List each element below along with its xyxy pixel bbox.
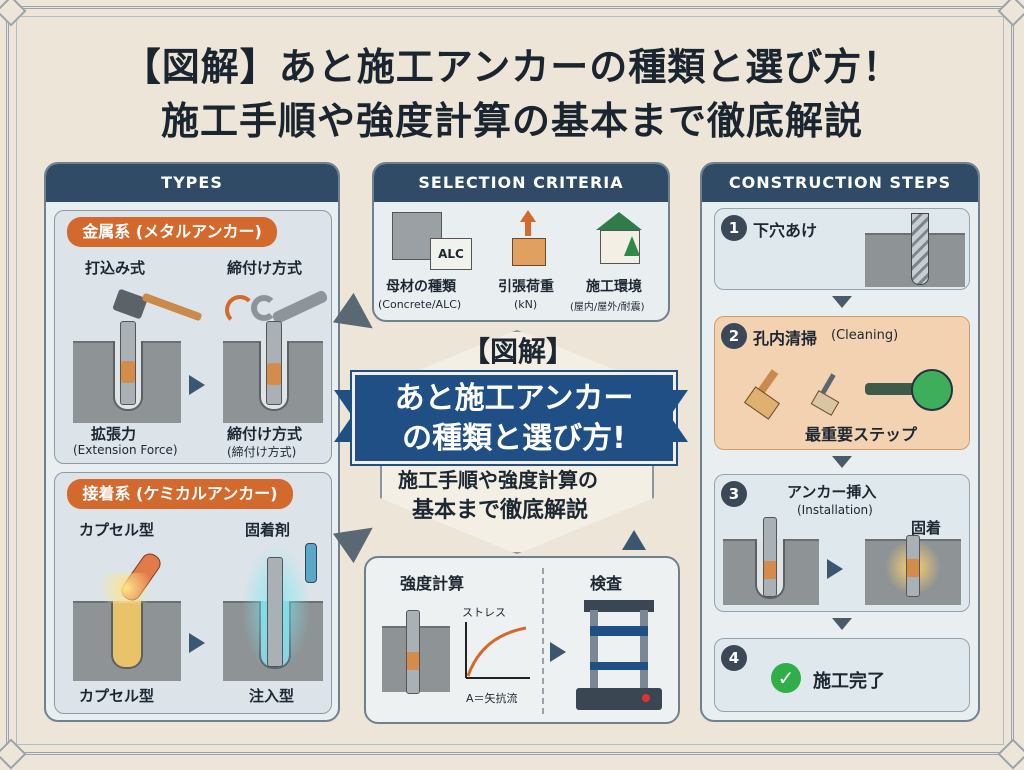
arrow-right-icon [189, 633, 205, 653]
center-tag: 【図解】 [462, 330, 574, 370]
steps-panel: CONSTRUCTION STEPS 1 下穴あけ 2 孔内清掃 (Cleani… [700, 162, 980, 722]
check-icon: ✓ [771, 663, 801, 693]
brush-icon [745, 369, 789, 413]
ribbon-line2: の種類と選び方! [355, 419, 673, 459]
step-2-number: 2 [721, 323, 747, 349]
capsule-type-bottom-label: カプセル型 [79, 685, 154, 706]
ribbon-tail-left [334, 390, 352, 442]
step-1-number: 1 [721, 215, 747, 241]
adhesive-label: 固着剤 [245, 519, 290, 540]
strength-calc-label: 強度計算 [400, 570, 464, 594]
metal-anchor-section: 金属系 (メタルアンカー) 打込み式 締付け方式 拡張力 (Extension … [54, 210, 332, 464]
environment-house-icon [594, 212, 644, 266]
divider-line [542, 568, 544, 714]
step-2-sub: (Cleaning) [831, 328, 898, 343]
arrow-down-icon [832, 296, 852, 308]
arrow-down-icon [832, 618, 852, 630]
step-3-label: アンカー挿入 [787, 481, 876, 502]
rotate-arrow-icon [225, 295, 255, 325]
testing-machine-icon [576, 600, 662, 712]
arrow-up-icon [622, 530, 646, 550]
steps-header: CONSTRUCTION STEPS [702, 164, 978, 202]
criteria-tension-label: 引張荷重 [498, 276, 554, 296]
step-3-sub: (Installation) [797, 503, 873, 517]
criteria-base-label: 母材の種類 [386, 276, 456, 296]
expansion-force-sub: (Extension Force) [73, 443, 178, 457]
types-header: TYPES [46, 164, 338, 202]
tension-load-icon [506, 210, 550, 268]
air-blower-icon [865, 365, 955, 415]
most-important-step-label: 最重要ステップ [805, 421, 917, 445]
stress-curve-label: ストレス [462, 604, 506, 620]
strength-panel: 強度計算 検査 ストレス A＝矢抗流 [364, 556, 680, 724]
arrow-right-icon [550, 642, 566, 662]
page-title-line1: 【図解】あと施工アンカーの種類と選び方！ [0, 36, 1024, 91]
drill-bit-icon [911, 213, 929, 285]
drive-in-label: 打込み式 [85, 257, 145, 278]
center-sub-line2: 基本まで徹底解説 [412, 492, 588, 524]
expansion-sleeve [121, 361, 135, 383]
center-sub-line1: 施工手順や強度計算の [398, 464, 598, 493]
page-title-line2: 施工手順や強度計算の基本まで徹底解説 [0, 90, 1024, 145]
step-1-label: 下穴あけ [753, 217, 817, 241]
metal-anchor-tag: 金属系 (メタルアンカー) [67, 217, 277, 247]
injection-type-label: 注入型 [249, 685, 294, 706]
step-3: 3 アンカー挿入 (Installation) 固着 [714, 474, 970, 612]
tightening-label: 締付け方式 [227, 257, 302, 278]
expansion-sleeve [267, 363, 281, 385]
expansion-sleeve [907, 559, 919, 577]
tightening-bottom-sub: (締付け方式) [227, 443, 296, 460]
expansion-sleeve [407, 652, 419, 670]
criteria-tension-sub: (kN) [514, 298, 537, 311]
syringe-icon [305, 543, 317, 583]
chemical-anchor-section: 接着系 (ケミカルアンカー) カプセル型 固着剤 カプセル型 注入型 [54, 472, 332, 714]
criteria-panel: SELECTION CRITERIA ALC 母材の種類 (Concrete/A… [372, 162, 670, 322]
resin-filled-hole [111, 601, 143, 669]
center-ribbon: あと施工アンカー の種類と選び方! [352, 372, 676, 464]
step-4-label: 施工完了 [813, 667, 885, 693]
ribbon-line1: あと施工アンカー [355, 379, 673, 419]
axis-label: A＝矢抗流 [466, 690, 518, 706]
anchor-bolt [763, 517, 777, 597]
capsule-type-label: カプセル型 [79, 519, 154, 540]
criteria-base-sub: (Concrete/ALC) [378, 298, 461, 311]
alc-block-icon: ALC [430, 238, 472, 270]
inspection-label: 検査 [590, 570, 622, 594]
types-panel: TYPES 金属系 (メタルアンカー) 打込み式 締付け方式 拡張力 (Exte… [44, 162, 340, 722]
chemical-anchor-tag: 接着系 (ケミカルアンカー) [67, 479, 293, 509]
step-1: 1 下穴あけ [714, 208, 970, 290]
stress-curve-graph [462, 620, 532, 682]
small-brush-icon [811, 373, 845, 413]
step-2: 2 孔内清掃 (Cleaning) 最重要ステップ [714, 316, 970, 450]
step-4-number: 4 [721, 645, 747, 671]
step-4: 4 ✓ 施工完了 [714, 638, 970, 712]
criteria-environment-label: 施工環境 [586, 276, 642, 296]
threaded-rod [267, 557, 283, 667]
arrow-right-icon [827, 559, 843, 579]
criteria-environment-sub: (屋内/屋外/耐震) [570, 298, 645, 313]
step-3-number: 3 [721, 481, 747, 507]
tightening-bottom-label: 締付け方式 [227, 423, 302, 444]
criteria-header: SELECTION CRITERIA [374, 164, 668, 202]
arrow-right-icon [189, 375, 205, 395]
step-2-label: 孔内清掃 [753, 325, 817, 349]
wrench-icon [251, 295, 331, 321]
expansion-sleeve [764, 561, 776, 579]
spark-icon [91, 573, 161, 603]
hammer-icon [115, 293, 205, 319]
expansion-force-label: 拡張力 [91, 423, 136, 444]
ribbon-tail-right [670, 390, 688, 442]
arrow-down-icon [832, 456, 852, 468]
